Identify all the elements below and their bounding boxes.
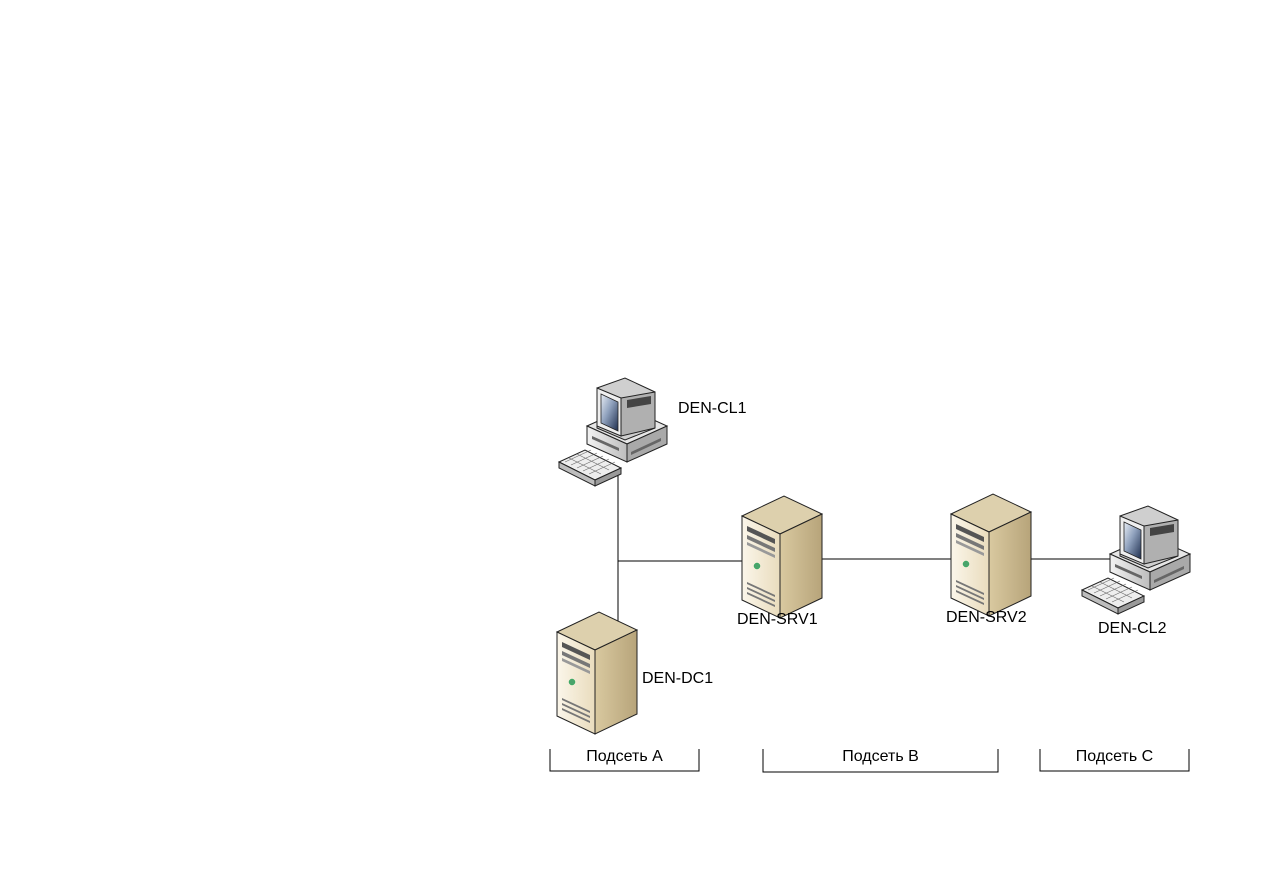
subnet-b-bracket <box>762 749 999 773</box>
den-cl2-workstation-icon <box>1081 505 1191 615</box>
subnet-brackets <box>549 749 1190 773</box>
subnet-a-label: Подсеть A <box>586 748 663 765</box>
den-cl1-workstation-icon <box>558 377 668 487</box>
subnet-c-bracket <box>1039 749 1190 772</box>
subnet-a-bracket <box>549 749 700 772</box>
den-srv1-label: DEN-SRV1 <box>737 611 818 628</box>
den-srv2-server-icon <box>950 493 1032 617</box>
den-dc1-server-icon <box>556 611 638 735</box>
den-srv2-label: DEN-SRV2 <box>946 609 1027 626</box>
connection-lines <box>617 475 1114 622</box>
den-srv1-server-icon <box>741 495 823 619</box>
den-cl1-label: DEN-CL1 <box>678 400 747 417</box>
subnet-b-label: Подсеть B <box>842 748 919 765</box>
subnet-c-label: Подсеть C <box>1075 748 1154 765</box>
den-dc1-label: DEN-DC1 <box>642 670 714 687</box>
den-cl2-label: DEN-CL2 <box>1098 620 1167 637</box>
